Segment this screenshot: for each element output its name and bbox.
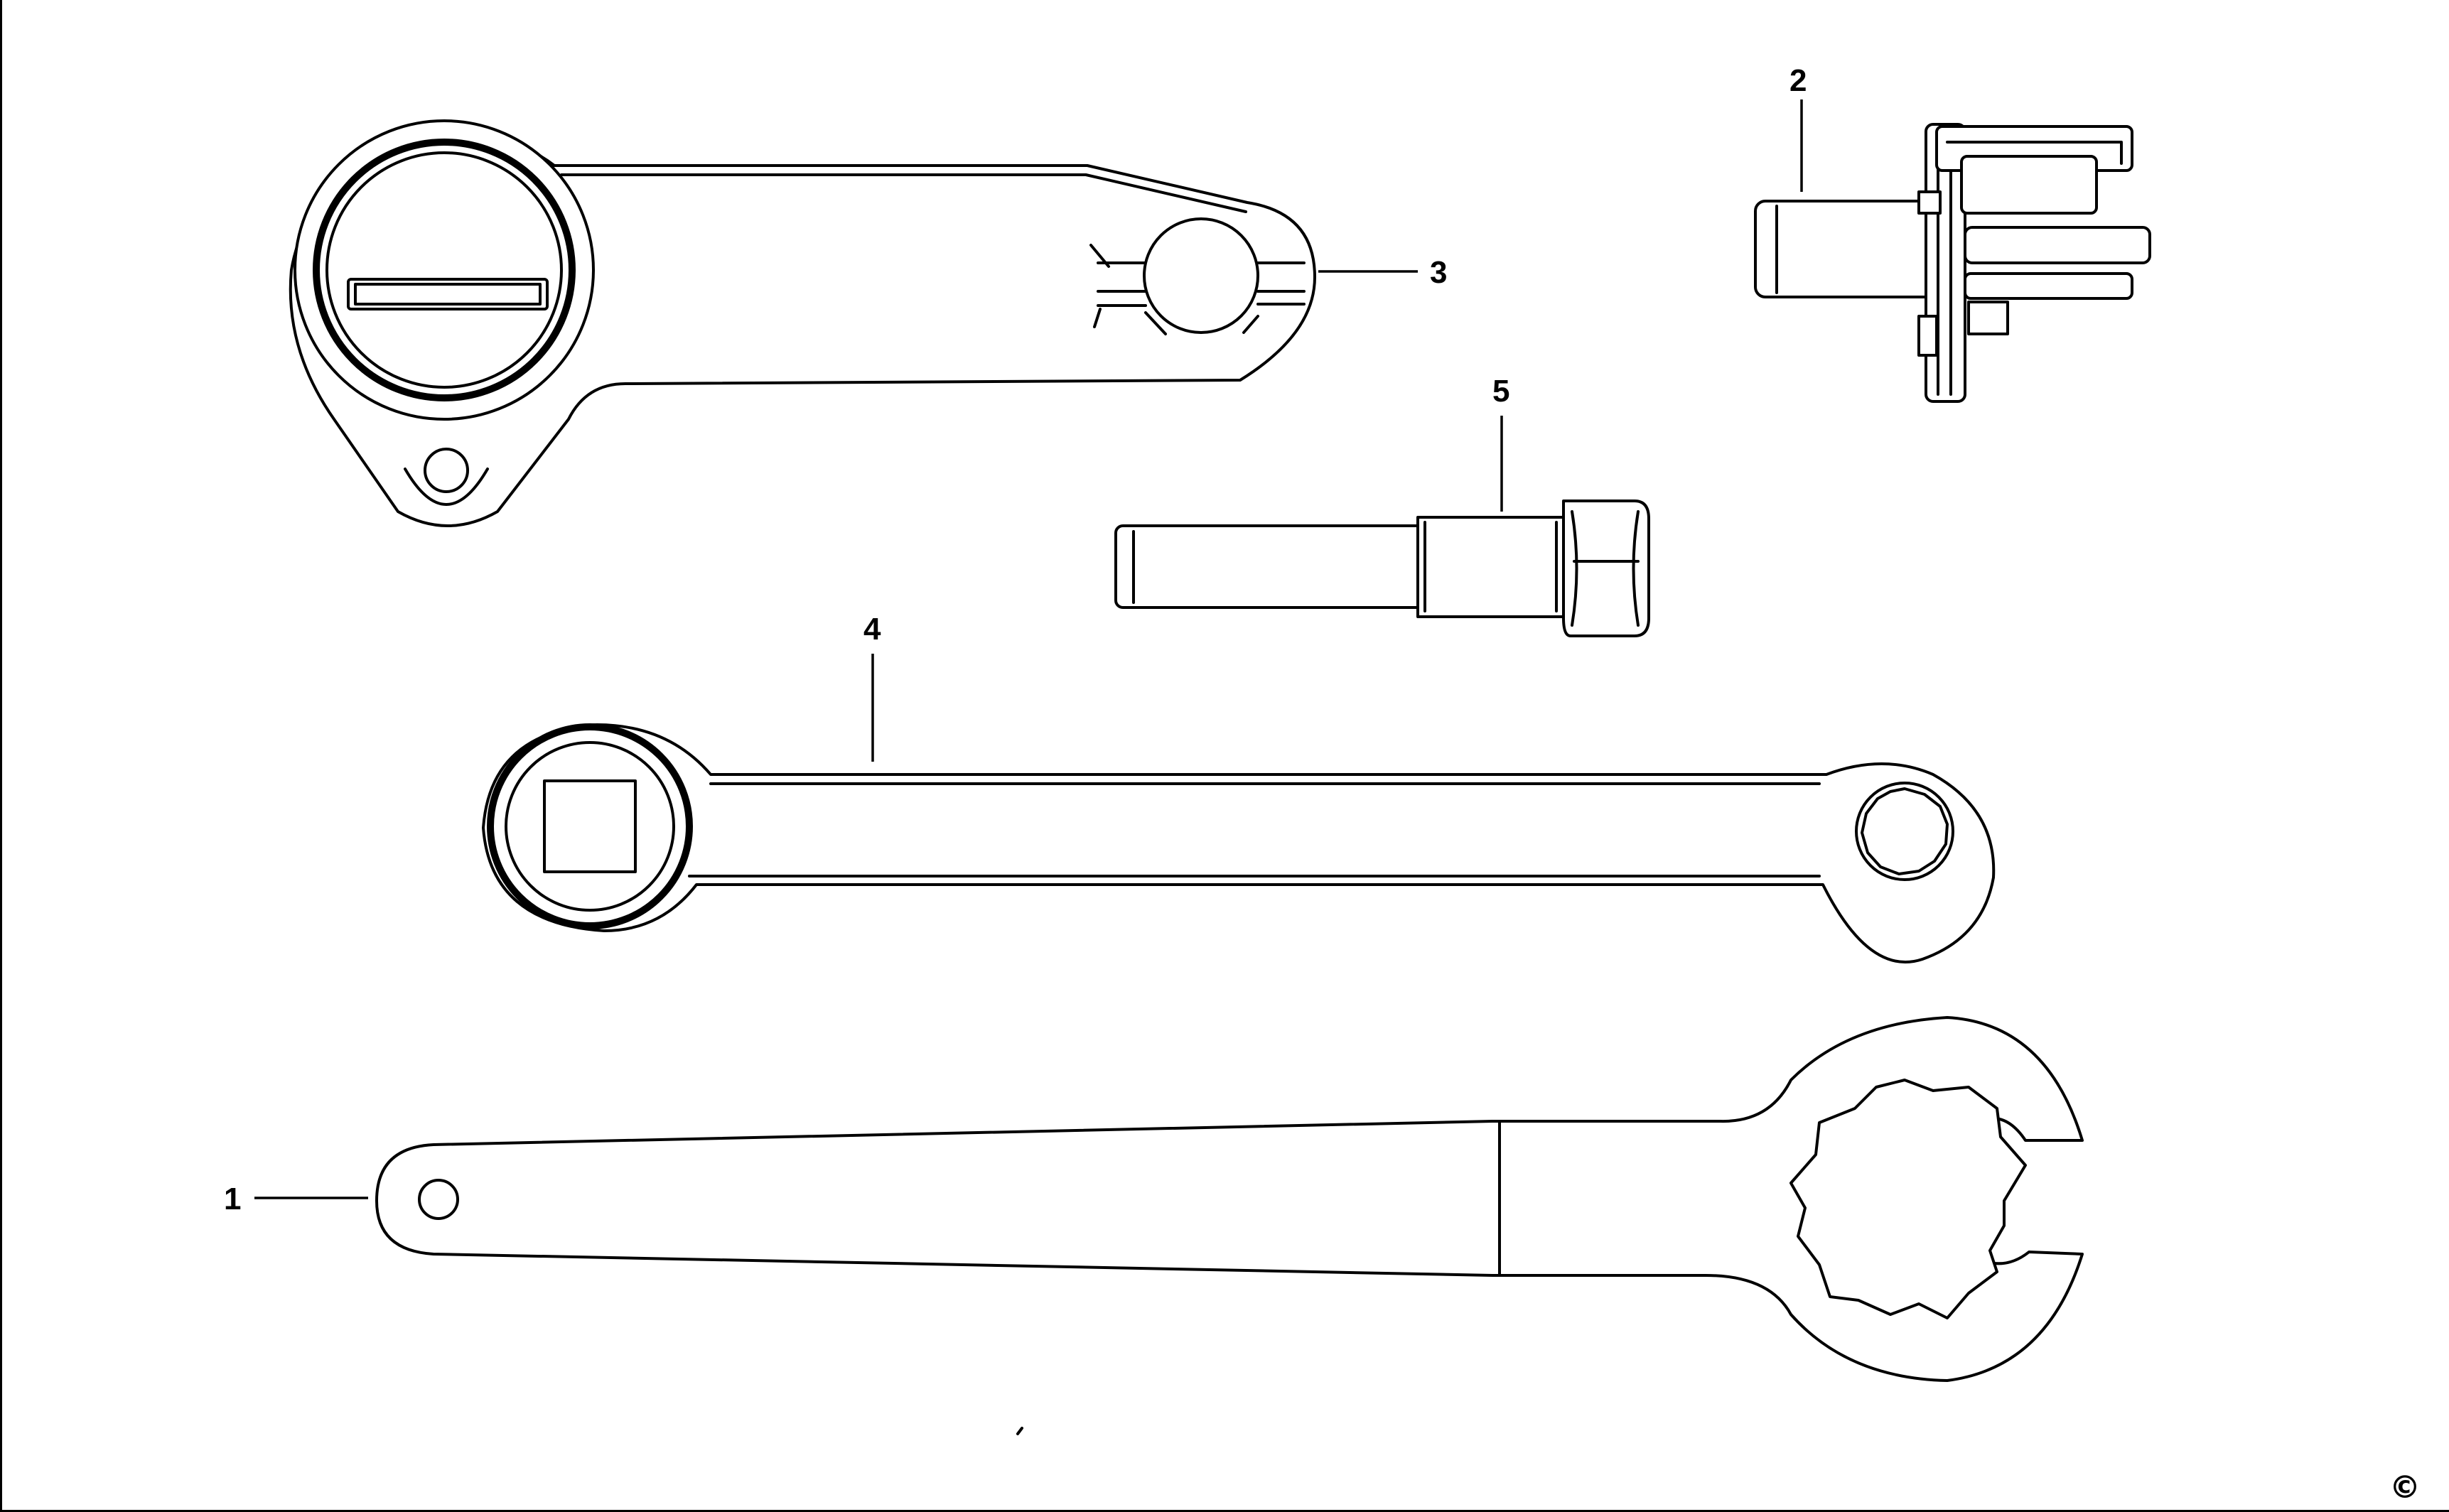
callout-label-3: 3: [1430, 255, 1447, 290]
callout-label-4: 4: [863, 612, 881, 647]
part-2-spindle-lock-adapter: [1754, 123, 2151, 403]
part-4-ring-wrench: [482, 723, 1996, 963]
stray-mark: [1016, 1427, 1023, 1435]
callout-label-1: 1: [224, 1182, 241, 1216]
callout-label-5: 5: [1492, 374, 1509, 409]
callout-5: 5: [1492, 374, 1509, 512]
callout-2: 2: [1789, 63, 1807, 192]
callout-4: 4: [863, 612, 881, 762]
part-5-hex-bolt: [1114, 500, 1650, 637]
copyright-mark: ©: [2389, 1469, 2421, 1506]
callout-3: 3: [1318, 255, 1447, 290]
callout-label-2: 2: [1789, 63, 1807, 98]
part-3-pin-spanner-lever: [289, 119, 1316, 527]
callout-1: 1: [224, 1182, 368, 1216]
part-1-open-ring-spanner: [375, 1016, 2084, 1382]
